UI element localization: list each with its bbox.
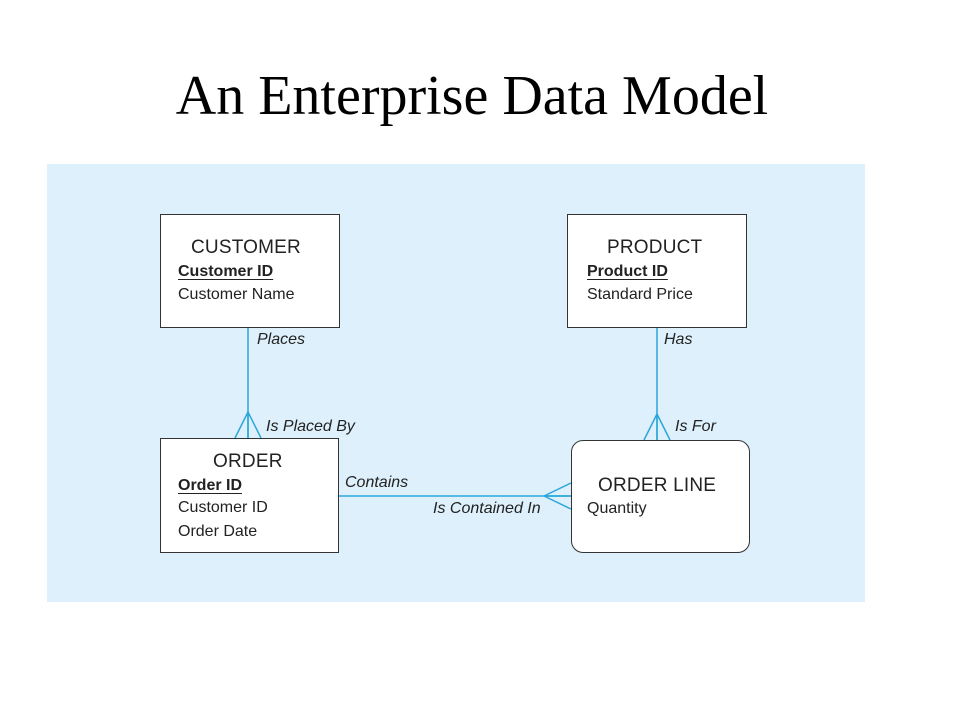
- entity-product[interactable]: PRODUCT Product ID Standard Price: [567, 214, 747, 328]
- entity-order[interactable]: ORDER Order ID Customer ID Order Date: [160, 438, 339, 553]
- relationship-label-is-placed-by: Is Placed By: [266, 418, 355, 435]
- primary-key: Product ID: [587, 263, 668, 280]
- entity-name: CUSTOMER: [191, 237, 301, 258]
- slide-title: An Enterprise Data Model: [175, 65, 769, 127]
- product-orderline-crowfoot: [643, 413, 671, 441]
- entity-name: PRODUCT: [607, 237, 703, 258]
- attribute: Customer Name: [178, 286, 295, 303]
- customer-order-crowfoot: [234, 411, 262, 439]
- relationship-label-places: Places: [257, 331, 306, 348]
- entity-order-line[interactable]: ORDER LINE Quantity: [571, 440, 750, 553]
- order-orderline-crowfoot: [543, 482, 572, 510]
- entity-name: ORDER: [213, 451, 283, 472]
- entity-name: ORDER LINE: [598, 475, 717, 496]
- diagram-canvas: CUSTOMER Customer ID Customer Name PRODU…: [47, 164, 865, 602]
- attribute: Order Date: [178, 523, 258, 540]
- primary-key: Customer ID: [178, 263, 274, 280]
- relationship-label-contains: Contains: [345, 474, 409, 491]
- relationship-label-has: Has: [664, 331, 693, 348]
- entity-customer[interactable]: CUSTOMER Customer ID Customer Name: [160, 214, 340, 328]
- attribute: Customer ID: [178, 499, 268, 516]
- attribute: Quantity: [587, 500, 647, 517]
- relationship-label-is-for: Is For: [675, 418, 716, 435]
- attribute: Standard Price: [587, 286, 693, 303]
- relationship-lines: [234, 328, 671, 510]
- primary-key: Order ID: [178, 477, 243, 494]
- relationship-label-is-contained-in: Is Contained In: [433, 500, 541, 517]
